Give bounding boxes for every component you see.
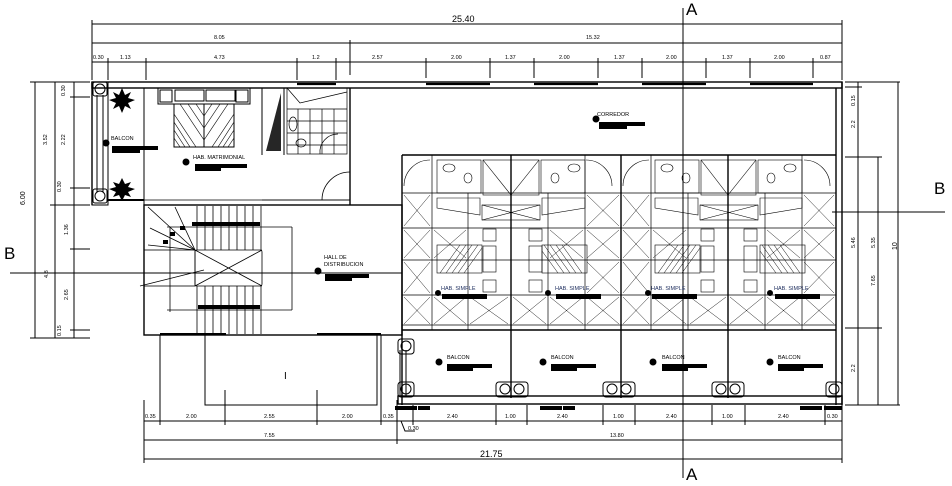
bed-hatch	[173, 103, 235, 148]
small-stair	[261, 88, 285, 155]
dim-bottom-group-left: 7.55	[264, 433, 275, 439]
dim-top-seg-6: 1.37	[505, 55, 516, 61]
dim-bottom-seg-1: 2.00	[186, 414, 197, 420]
dim-right-inner: 5.35	[871, 237, 877, 248]
door-swing	[144, 171, 351, 201]
dim-top-group-left: 8.05	[214, 35, 225, 41]
room-label-single-2: HAB. SIMPLE	[555, 286, 590, 292]
room-label-master-bedroom: HAB. MATRIMONIAL	[193, 155, 246, 161]
room-label-single-3: HAB. SIMPLE	[651, 286, 686, 292]
room-label-balcony-left: BALCON	[111, 136, 134, 142]
label-markers	[102, 115, 774, 366]
room-label-single-1: HAB. SIMPLE	[441, 286, 476, 292]
room-label-hall-line1: HALL DE	[324, 255, 347, 261]
dim-left-seg-3: 1.36	[64, 224, 70, 235]
void-mark: I	[284, 371, 287, 382]
plant-icon	[109, 88, 135, 201]
left-dimension-lines	[30, 81, 90, 339]
dim-bottom-seg-11: 2.40	[778, 414, 789, 420]
dim-top-seg-8: 1.37	[614, 55, 625, 61]
section-marker-b-left: B	[4, 244, 16, 263]
dim-top-seg-5: 2.00	[451, 55, 462, 61]
room-label-hall-line2: DISTRIBUCION	[324, 262, 364, 268]
dim-top-seg-12: 0.87	[820, 55, 831, 61]
dim-top-seg-2: 4.73	[214, 55, 225, 61]
right-dimension-lines	[845, 81, 900, 406]
dim-top-overall: 25.40	[452, 14, 475, 24]
dim-left-upper: 3.52	[43, 134, 49, 145]
dim-bottom-seg-10: 1.00	[722, 414, 733, 420]
dim-bottom-seg-4: 0.35	[383, 414, 394, 420]
dim-left-seg-0: 0.30	[61, 85, 67, 96]
dim-top-seg-7: 2.00	[559, 55, 570, 61]
dim-right-mid: 5.46	[851, 237, 857, 248]
single-beds	[436, 228, 806, 293]
dim-top-seg-3: 1.2	[312, 55, 320, 61]
main-staircase	[139, 206, 293, 334]
single-room-bathrooms	[403, 159, 831, 196]
dim-left-lower: 4.8	[44, 270, 50, 278]
room-label-balcony-2: BALCON	[551, 355, 574, 361]
bed-hatching	[439, 244, 801, 274]
section-marker-a-top: A	[686, 0, 698, 19]
entry-void	[159, 333, 382, 420]
room-label-balcony-3: BALCON	[662, 355, 685, 361]
dim-bottom-overall: 21.75	[480, 449, 503, 459]
room-label-balcony-4: BALCON	[778, 355, 801, 361]
dim-bottom-seg-3: 2.00	[342, 414, 353, 420]
room-label-single-4: HAB. SIMPLE	[774, 286, 809, 292]
master-bedroom-bed	[157, 87, 251, 148]
dim-top-seg-11: 2.00	[774, 55, 785, 61]
dim-top-seg-9: 2.00	[666, 55, 677, 61]
dim-bottom-seg-2: 2.55	[264, 414, 275, 420]
dim-left-overall: 6.00	[20, 191, 27, 205]
stair-arrows	[163, 222, 260, 309]
bottom-balconies	[397, 338, 843, 398]
dim-left-seg-1: 2.22	[61, 134, 67, 145]
wardrobes	[436, 197, 803, 221]
dim-right-seg-1: 2.2	[851, 120, 857, 128]
dim-top-seg-10: 1.37	[722, 55, 733, 61]
dim-bottom-seg-12: 0.30	[827, 414, 838, 420]
dim-right-seg-0: 0.15	[851, 95, 857, 106]
dim-bottom-seg-5: 2.40	[447, 414, 458, 420]
dim-top-seg-0: 0.30	[93, 55, 104, 61]
dim-bottom-seg-7: 2.40	[557, 414, 568, 420]
window-markers	[395, 406, 842, 410]
label-underline-bars	[112, 122, 823, 371]
dim-left-seg-2: 0.30	[57, 181, 63, 192]
room-label-corridor: CORREDOR	[597, 112, 630, 118]
dim-bottom-seg-9: 2.40	[666, 414, 677, 420]
dim-top-seg-1: 1.13	[120, 55, 131, 61]
dim-bottom-seg-6: 1.00	[505, 414, 516, 420]
room-label-balcony-1: BALCON	[447, 355, 470, 361]
dim-bottom-seg-0: 0.35	[145, 414, 156, 420]
dim-left-seg-4: 2.65	[64, 289, 70, 300]
dim-bottom-callout: 0.30	[408, 426, 419, 432]
top-dimension-lines	[91, 20, 843, 80]
dim-left-seg-5: 0.15	[57, 325, 63, 336]
section-cut-lines	[10, 8, 945, 478]
dim-top-group-right: 15.32	[586, 35, 600, 41]
dim-right-overall: 10	[892, 242, 899, 250]
floor-tile-pattern	[403, 194, 835, 325]
dim-right-seg-2: 2.2	[851, 364, 857, 372]
dim-bottom-seg-8: 1.00	[613, 414, 624, 420]
section-marker-a-bottom: A	[686, 465, 698, 484]
dim-top-seg-4: 2.57	[372, 55, 383, 61]
dim-bottom-group-right: 13.80	[610, 433, 624, 439]
section-marker-b-right: B	[934, 179, 946, 198]
dim-right-outer: 7.65	[871, 275, 877, 286]
master-bathroom	[286, 87, 348, 155]
